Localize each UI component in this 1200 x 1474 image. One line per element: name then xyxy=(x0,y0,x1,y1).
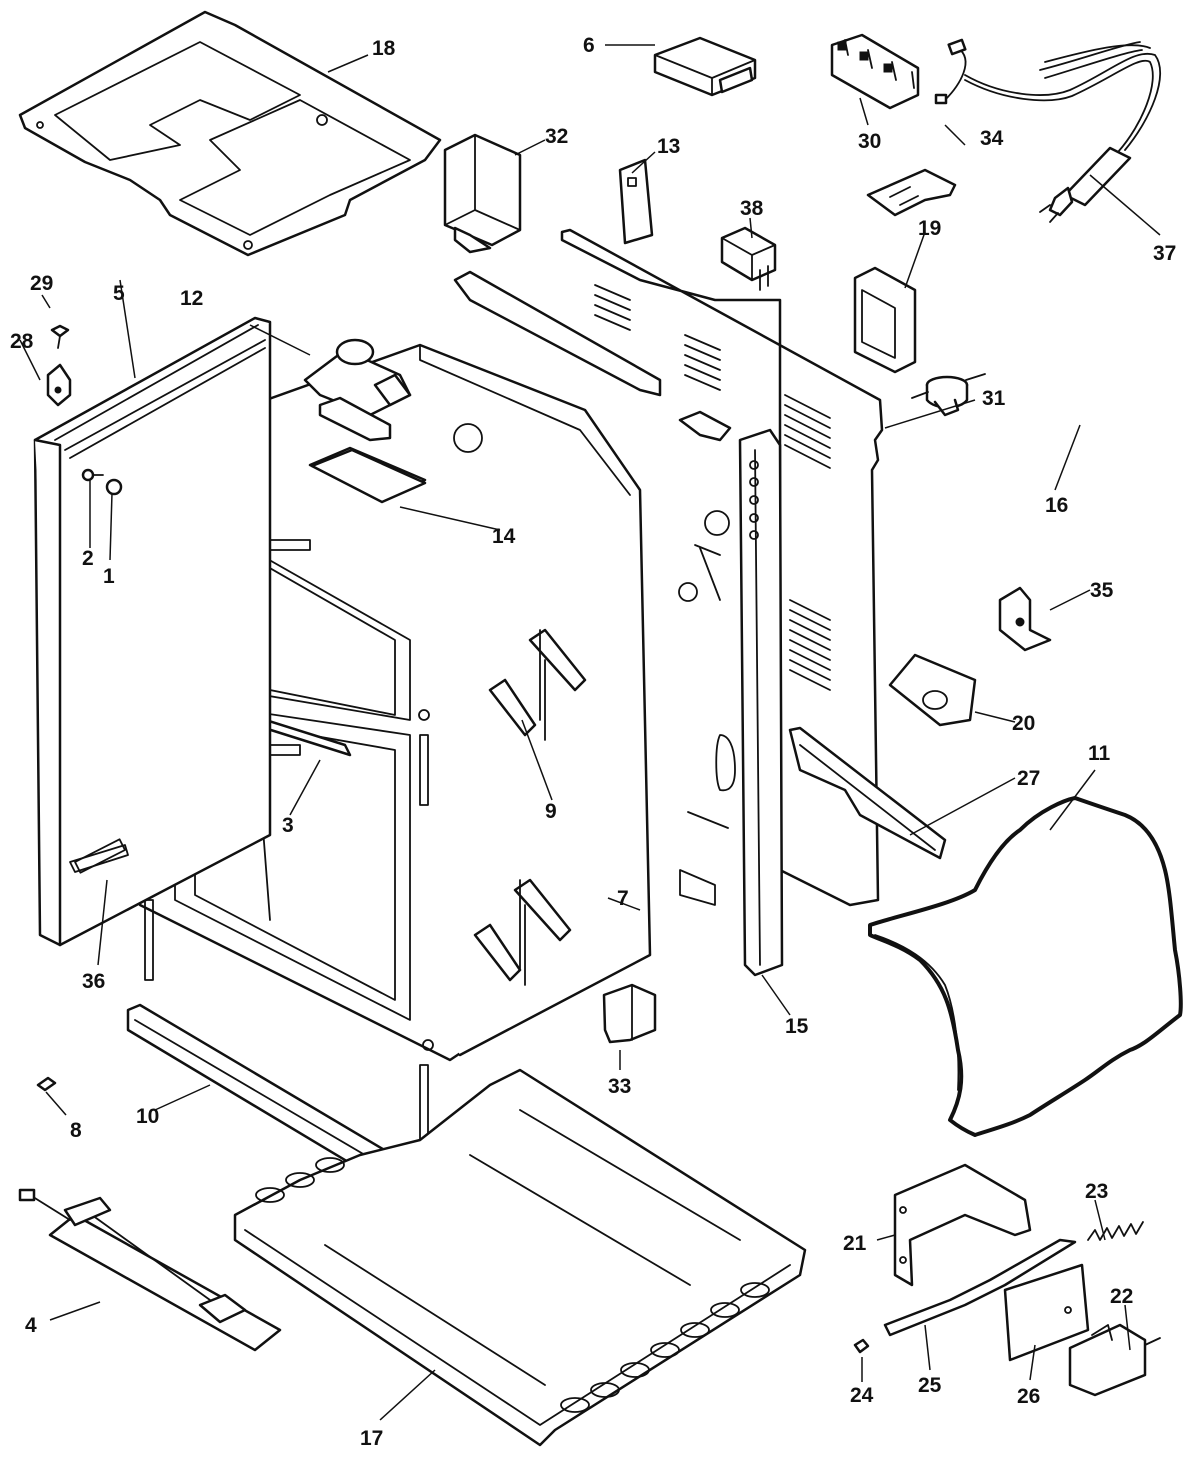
callout-19: 19 xyxy=(918,217,941,240)
part-37-power-cord xyxy=(934,38,1161,223)
callout-36: 36 xyxy=(82,970,105,993)
leader-lines xyxy=(19,44,1161,1421)
callout-13: 13 xyxy=(657,135,680,158)
part-25-lever-rod xyxy=(883,1238,1077,1337)
part-13-small-plate xyxy=(618,158,654,245)
callout-15: 15 xyxy=(785,1015,809,1038)
part-21-bracket xyxy=(893,1163,1032,1287)
part-26-plate xyxy=(1003,1263,1090,1362)
callout-26: 26 xyxy=(1017,1385,1040,1408)
part-32-bracket xyxy=(443,133,522,254)
part-11-insulation xyxy=(868,796,1183,1137)
part-23-spring xyxy=(1087,1221,1144,1241)
part-22-switch xyxy=(1068,1323,1161,1397)
callout-16: 16 xyxy=(1045,494,1068,517)
callout-7: 7 xyxy=(617,887,629,910)
callout-23: 23 xyxy=(1085,1180,1108,1203)
part-1-plug xyxy=(105,478,123,496)
part-19-frame xyxy=(853,266,917,374)
callout-31: 31 xyxy=(982,387,1006,410)
callout-22: 22 xyxy=(1110,1285,1133,1308)
part-2-screw xyxy=(81,468,104,482)
callout-6: 6 xyxy=(583,34,595,57)
callout-1: 1 xyxy=(103,565,115,588)
callout-5: 5 xyxy=(113,282,125,305)
callout-labels: 18 6 30 34 37 32 13 38 19 29 5 12 28 31 … xyxy=(10,34,1176,1450)
callout-20: 20 xyxy=(1012,712,1035,735)
part-17-bottom-tray xyxy=(233,1068,807,1447)
callout-4: 4 xyxy=(25,1314,37,1337)
callout-30: 30 xyxy=(858,130,881,153)
callout-34: 34 xyxy=(980,127,1004,150)
part-27-strip xyxy=(788,726,947,860)
part-35-bracket xyxy=(998,586,1052,652)
callout-10: 10 xyxy=(136,1105,159,1128)
part-16-thermostat xyxy=(911,373,986,417)
callout-12: 12 xyxy=(180,287,203,310)
callout-27: 27 xyxy=(1017,767,1040,790)
part-20-bracket xyxy=(888,653,977,727)
part-12-switch xyxy=(303,338,412,442)
part-29-screw xyxy=(50,324,70,349)
part-33-bracket xyxy=(602,983,657,1044)
callout-24: 24 xyxy=(850,1384,874,1407)
part-30-terminal-block xyxy=(830,33,920,110)
callout-33: 33 xyxy=(608,1075,631,1098)
part-38-relay xyxy=(720,226,777,291)
callout-17: 17 xyxy=(360,1427,383,1450)
part-18-top-cover xyxy=(18,10,442,257)
callout-38: 38 xyxy=(740,197,764,220)
callout-28: 28 xyxy=(10,330,34,353)
part-6-module-box xyxy=(653,36,757,97)
callout-3: 3 xyxy=(282,814,294,837)
callout-18: 18 xyxy=(372,37,396,60)
part-4-igniter-assembly xyxy=(18,1188,282,1352)
callout-32: 32 xyxy=(545,125,568,148)
callout-14: 14 xyxy=(492,525,516,548)
part-15-side-rail xyxy=(738,428,784,977)
part-5-side-frame xyxy=(33,316,272,947)
callout-21: 21 xyxy=(843,1232,867,1255)
part-8-screw xyxy=(36,1076,57,1092)
part-34-plate xyxy=(866,168,957,217)
callout-37: 37 xyxy=(1153,242,1176,265)
part-24-pin xyxy=(853,1338,870,1354)
part-14-plate xyxy=(310,448,427,504)
callout-8: 8 xyxy=(70,1119,82,1142)
callout-11: 11 xyxy=(1088,742,1111,765)
part-36-strip xyxy=(69,844,129,873)
callout-9: 9 xyxy=(545,800,557,823)
callout-2: 2 xyxy=(82,547,94,570)
callout-25: 25 xyxy=(918,1374,942,1397)
callout-35: 35 xyxy=(1090,579,1114,602)
callout-29: 29 xyxy=(30,272,53,295)
part-28-clip xyxy=(46,363,72,407)
